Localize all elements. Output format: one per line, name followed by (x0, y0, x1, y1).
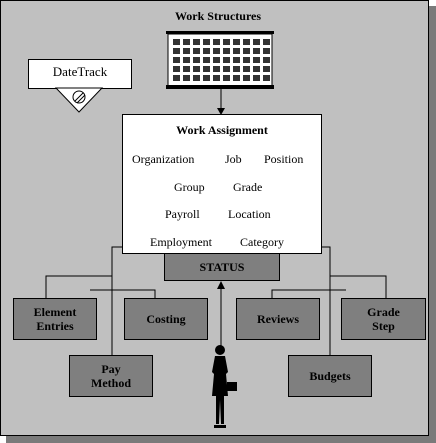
pay-method-line2: Method (91, 376, 131, 390)
building-window (183, 39, 190, 45)
building-window (213, 48, 220, 54)
building-window (263, 57, 270, 63)
building-window (203, 39, 210, 45)
building-window (223, 39, 230, 45)
category-label: Category (240, 235, 284, 249)
grade-label: Grade (233, 180, 263, 194)
building-window (183, 66, 190, 72)
building-window (263, 39, 270, 45)
organization-label: Organization (132, 152, 195, 166)
employee-icon (212, 345, 237, 428)
building-window (263, 48, 270, 54)
element-entries-line2: Entries (36, 319, 74, 333)
building-window (233, 75, 240, 81)
building-window (193, 57, 200, 63)
building-window (263, 75, 270, 81)
clock-icon (54, 87, 104, 113)
work-assignment-title: Work Assignment (176, 123, 268, 137)
diagram-title: Work Structures (174, 9, 262, 23)
position-label: Position (264, 152, 304, 166)
building-window (233, 66, 240, 72)
building-window (223, 57, 230, 63)
group-label: Group (174, 180, 205, 194)
building-window (183, 57, 190, 63)
building-window (243, 39, 250, 45)
building-window (253, 75, 260, 81)
building-window (253, 39, 260, 45)
building-window (213, 39, 220, 45)
building-window (173, 48, 180, 54)
payroll-label: Payroll (165, 207, 200, 221)
employment-label: Employment (150, 235, 212, 249)
building-window (233, 48, 240, 54)
pay-method-line1: Pay (101, 362, 121, 376)
datetrack-box: DateTrack (28, 59, 132, 89)
building-window (243, 57, 250, 63)
datetrack-label: DateTrack (52, 64, 108, 79)
building-window (193, 75, 200, 81)
building-window (173, 75, 180, 81)
building-window (263, 66, 270, 72)
building-window (233, 39, 240, 45)
building-window (173, 66, 180, 72)
grade-step-line2: Step (372, 319, 395, 333)
building-window (193, 48, 200, 54)
building-window (243, 66, 250, 72)
building-window (213, 75, 220, 81)
grade-step-line1: Grade (367, 305, 400, 319)
building-window (183, 48, 190, 54)
building-window (223, 48, 230, 54)
building-window (233, 57, 240, 63)
building-window (223, 75, 230, 81)
building-window (213, 66, 220, 72)
building-window (173, 57, 180, 63)
building-window (203, 75, 210, 81)
building-window (253, 48, 260, 54)
costing-box: Costing (124, 298, 208, 340)
building-icon (166, 31, 274, 89)
building-window (243, 48, 250, 54)
budgets-box: Budgets (288, 355, 372, 397)
building-window (203, 48, 210, 54)
building-window (253, 66, 260, 72)
building-window (253, 57, 260, 63)
building-window (213, 57, 220, 63)
building-window (243, 75, 250, 81)
building-window (173, 39, 180, 45)
building-window (183, 75, 190, 81)
job-label: Job (225, 152, 242, 166)
location-label: Location (228, 207, 271, 221)
work-assignment-box: Work Assignment Organization Job Positio… (122, 114, 322, 254)
building-window (193, 66, 200, 72)
status-box: STATUS (164, 253, 280, 281)
element-entries-line1: Element (33, 305, 77, 319)
building-window (203, 57, 210, 63)
building-window (193, 39, 200, 45)
building-window (203, 66, 210, 72)
reviews-box: Reviews (236, 298, 320, 340)
building-window (223, 66, 230, 72)
